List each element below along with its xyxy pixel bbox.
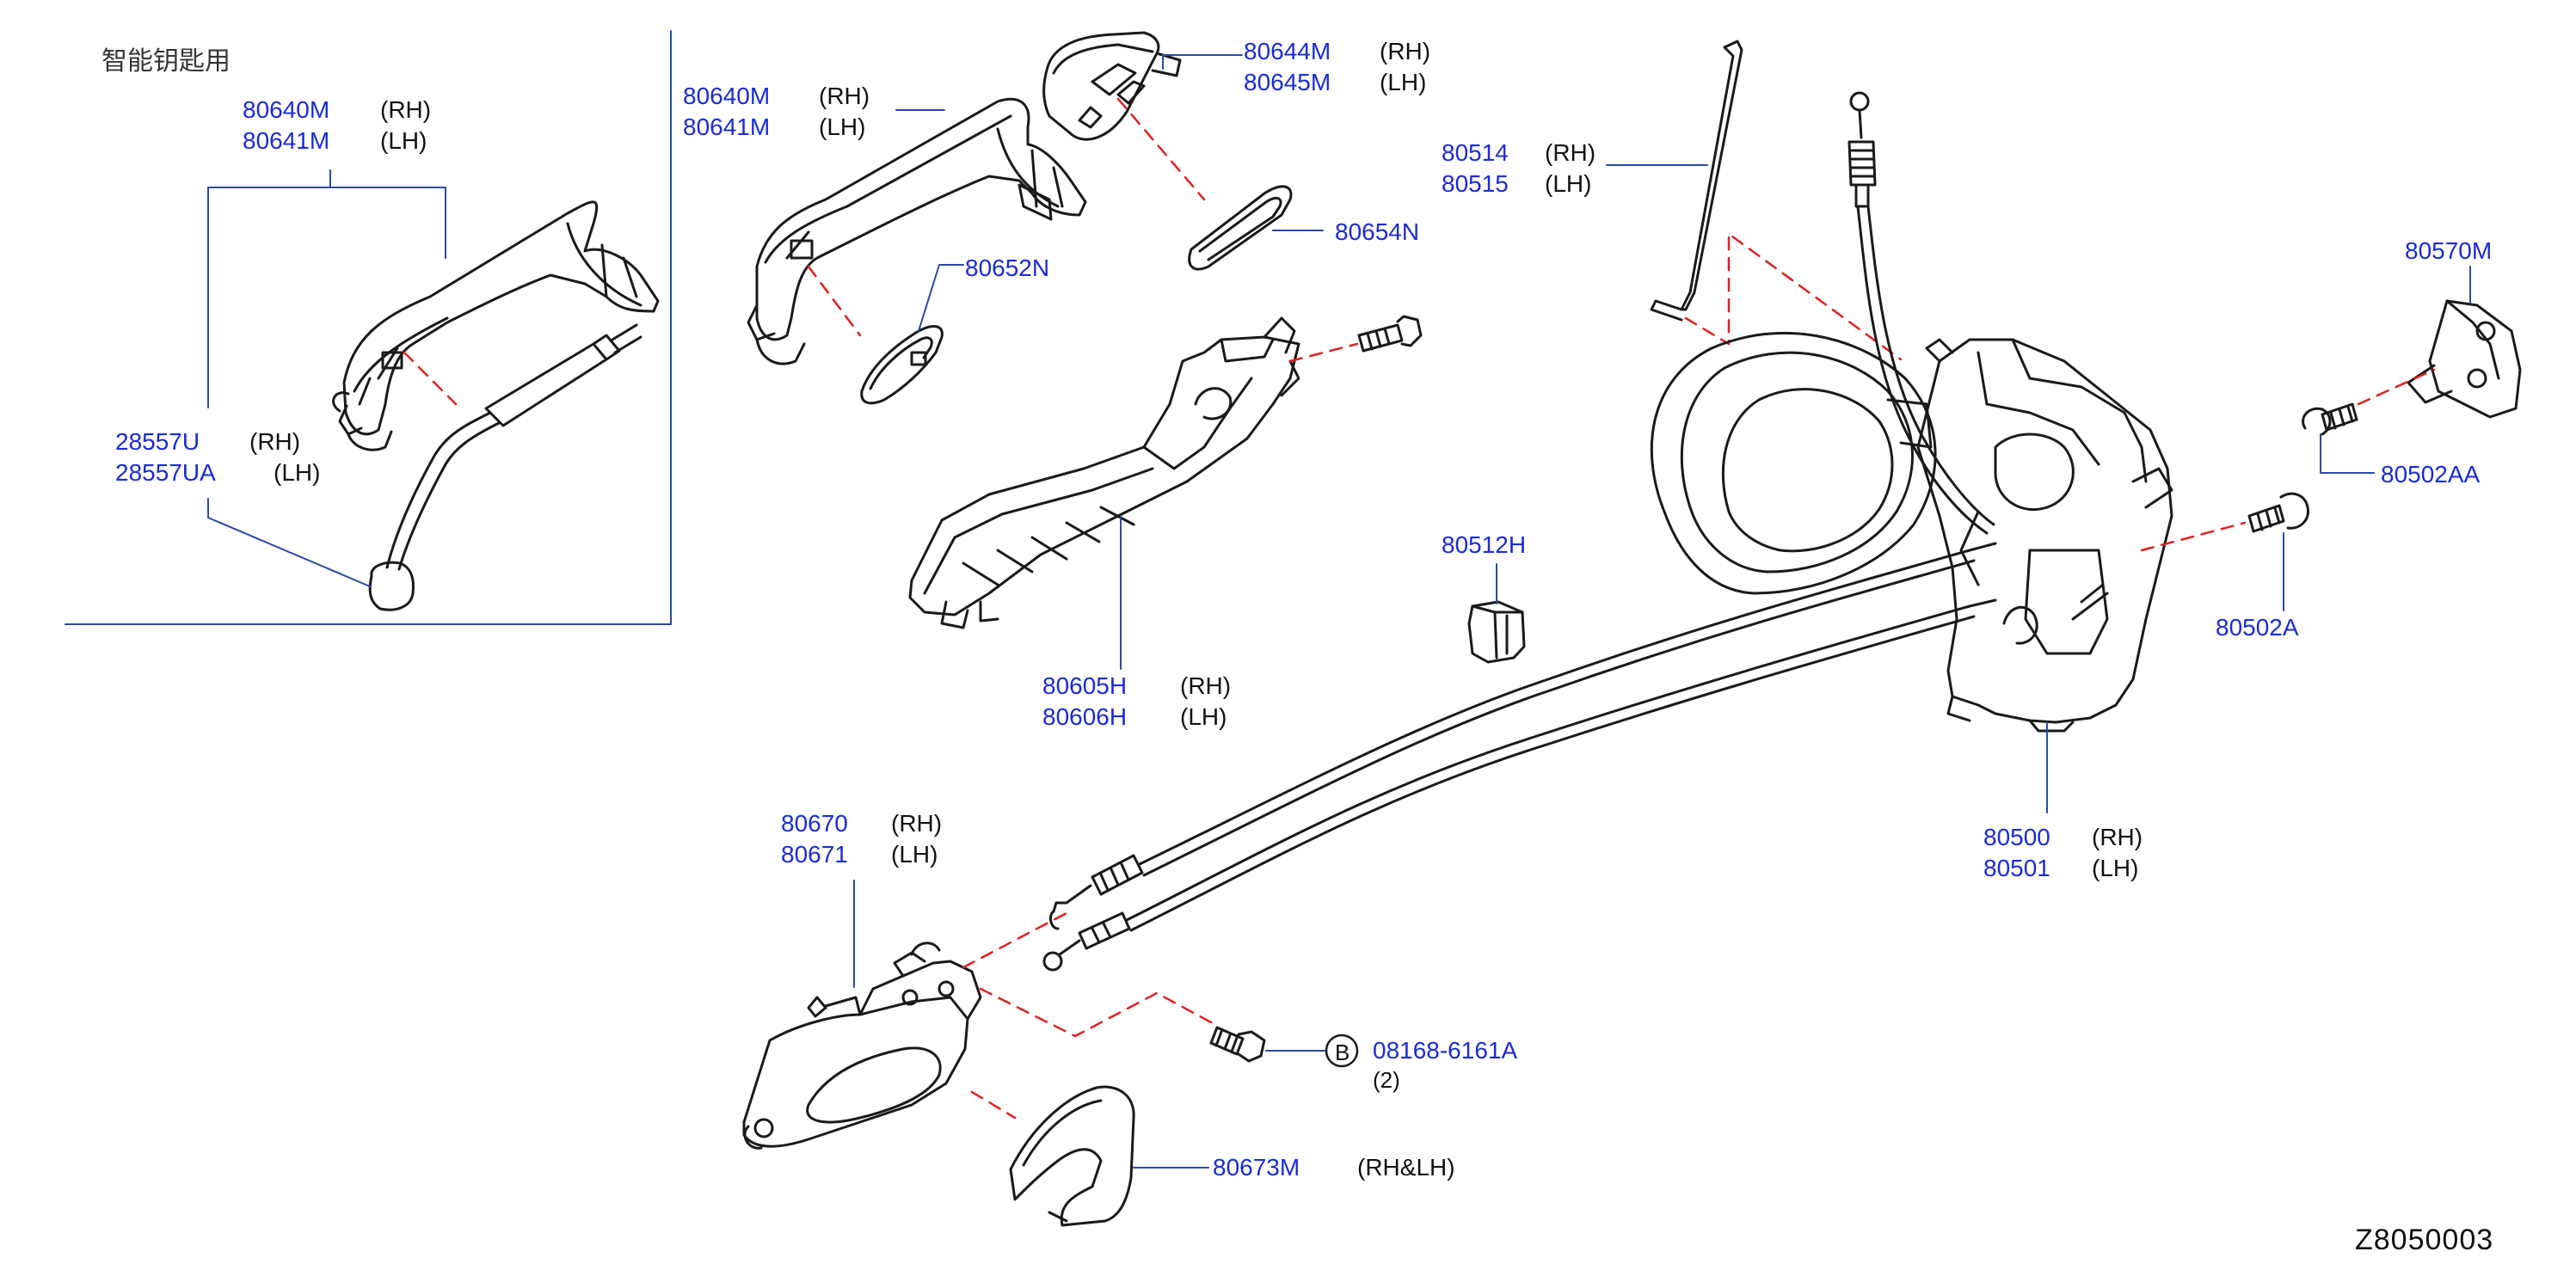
part-80673M[interactable]: 80673M [1213,1154,1300,1181]
escutcheon-phantom-line [1116,97,1206,201]
inside-handle-bolt-drawing [1209,1026,1266,1063]
side-80515: (LH) [1545,170,1592,197]
part-80515[interactable]: 80515 [1442,170,1509,197]
part-80645M[interactable]: 80645M [1244,69,1331,95]
actuator-phantom-line [2140,521,2247,552]
lock-rod-drawing [1650,40,1743,322]
part-80606H[interactable]: 80606H [1042,703,1128,730]
side-80670: (RH) [891,810,943,837]
part-80641M-inset[interactable]: 80641M [243,127,330,154]
gasket-rear-drawing [1188,185,1293,271]
leader-lines [207,54,2471,1169]
part-80502AA[interactable]: 80502AA [2381,461,2481,488]
gasket-front-drawing [860,325,944,405]
bolt-ref-letter: B [1335,1040,1350,1065]
side-28557UA: (LH) [274,459,321,486]
inside-handle-phantom-lines [962,911,1214,1120]
part-28557U[interactable]: 28557U [115,428,200,455]
handle-gasket-phantom-line [807,265,862,337]
side-80640M: (RH) [819,83,870,109]
inside-handle-drawing [742,942,982,1150]
inside-handle-escutcheon-drawing [1009,1085,1135,1227]
side-80500: (RH) [2092,824,2143,850]
side-80644M: (RH) [1380,38,1431,64]
part-80640M-inset[interactable]: 80640M [243,96,330,123]
side-80606H: (LH) [1180,703,1227,730]
smart-key-note: 智能钥匙用 [101,47,231,76]
side-80641M: (LH) [819,113,866,140]
striker-drawing [2407,299,2522,419]
smart-key-handle-drawing [332,200,660,451]
part-80605H[interactable]: 80605H [1042,672,1128,699]
side-80673M: (RH&LH) [1357,1154,1455,1181]
side-80645M: (LH) [1380,69,1427,95]
long-cables-drawing [1042,542,1997,972]
bolt-quantity: (2) [1373,1067,1400,1093]
side-80671: (LH) [891,841,938,868]
door-lock-actuator-drawing [1916,338,2173,733]
part-80500[interactable]: 80500 [1983,824,2050,850]
bolt-phantom-line [1288,342,1359,363]
side-28557U: (RH) [249,428,301,455]
handle-bracket-drawing [908,316,1300,629]
part-80670[interactable]: 80670 [781,810,848,837]
part-80501[interactable]: 80501 [1983,855,2050,881]
bolt-ref-circle [1325,1034,1359,1068]
part-80671[interactable]: 80671 [781,841,848,868]
top-cable-drawing [1847,91,1995,535]
part-80654N[interactable]: 80654N [1335,218,1420,245]
part-80570M[interactable]: 80570M [2405,237,2493,264]
part-80640M[interactable]: 80640M [683,83,771,109]
part-80514[interactable]: 80514 [1442,139,1509,166]
side-80605H: (RH) [1180,672,1232,699]
escutcheon-cap-drawing [1042,31,1182,141]
part-28557UA[interactable]: 28557UA [115,459,216,486]
screw-80502AA-drawing [2302,402,2358,436]
handle-bolt-drawing [1357,315,1423,353]
side-80640M-inset: (RH) [380,96,432,123]
key-sensor-drawing [368,323,642,611]
part-80512H[interactable]: 80512H [1442,531,1527,558]
rod-phantom-line [1684,232,1903,361]
diagram-id: Z8050003 [2355,1224,2494,1256]
side-80641M-inset: (LH) [380,127,427,154]
smart-key-inset-frame [65,30,672,625]
part-80652N[interactable]: 80652N [965,255,1050,281]
side-80514: (RH) [1545,139,1596,166]
part-80502A[interactable]: 80502A [2216,614,2299,641]
side-80501: (LH) [2092,855,2139,881]
part-08168-6161A[interactable]: 08168-6161A [1373,1037,1518,1064]
clip-drawing [1467,600,1526,664]
screw-80502A-drawing [2247,492,2309,533]
outside-handle-drawing [747,97,1087,365]
inset-phantom-line [403,351,458,406]
striker-phantom-line [2357,368,2436,406]
door-seal-ring-drawing [1650,332,1937,595]
part-80641M[interactable]: 80641M [683,113,771,140]
part-80644M[interactable]: 80644M [1244,38,1331,64]
